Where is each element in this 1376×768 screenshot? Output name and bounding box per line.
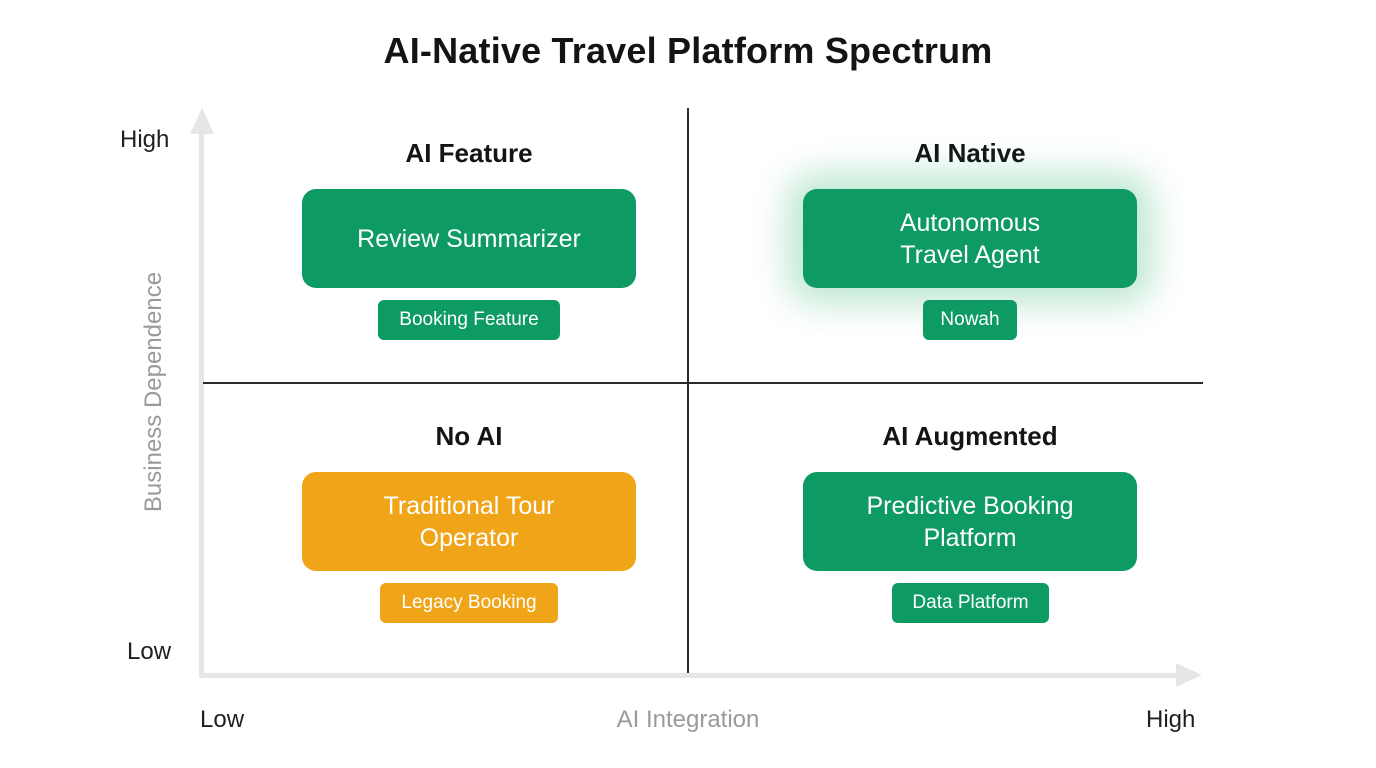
y-axis-high-label: High [120, 126, 170, 153]
x-axis-title: AI Integration [616, 706, 760, 733]
y-axis-line [199, 128, 204, 678]
y-axis-arrow-icon [190, 108, 214, 134]
x-axis-low-label: Low [200, 706, 245, 733]
quadrant-title-ai-native: AI Native [914, 138, 1026, 168]
tag-booking-feature: Booking Feature [378, 300, 560, 340]
tag-nowah: Nowah [923, 300, 1017, 340]
horizontal-divider [203, 382, 1203, 384]
x-axis-high-label: High [1146, 706, 1196, 733]
tag-legacy-booking: Legacy Booking [380, 583, 558, 623]
vertical-divider [687, 108, 689, 673]
quadrant-title-no-ai: No AI [435, 421, 503, 451]
tag-data-platform: Data Platform [892, 583, 1049, 623]
card-traditional-tour-operator: Traditional Tour Operator [302, 472, 636, 571]
card-predictive-booking-platform-label: Predictive Booking Platform [866, 491, 1074, 552]
card-autonomous-travel-agent-label: Autonomous Travel Agent [899, 208, 1041, 269]
card-predictive-booking-platform: Predictive Booking Platform [803, 472, 1137, 571]
quadrant-title-ai-augmented: AI Augmented [882, 421, 1058, 451]
card-autonomous-travel-agent: Autonomous Travel Agent [803, 189, 1137, 288]
x-axis-line [199, 673, 1181, 678]
quadrant-title-ai-feature: AI Feature [405, 138, 533, 168]
card-traditional-tour-operator-label: Traditional Tour Operator [383, 491, 555, 552]
y-axis-title: Business Dependence [140, 271, 167, 513]
y-axis-low-label: Low [127, 638, 172, 665]
card-review-summarizer: Review Summarizer [302, 189, 636, 288]
x-axis-arrow-icon [1176, 663, 1202, 687]
diagram-title: AI-Native Travel Platform Spectrum [383, 30, 993, 71]
